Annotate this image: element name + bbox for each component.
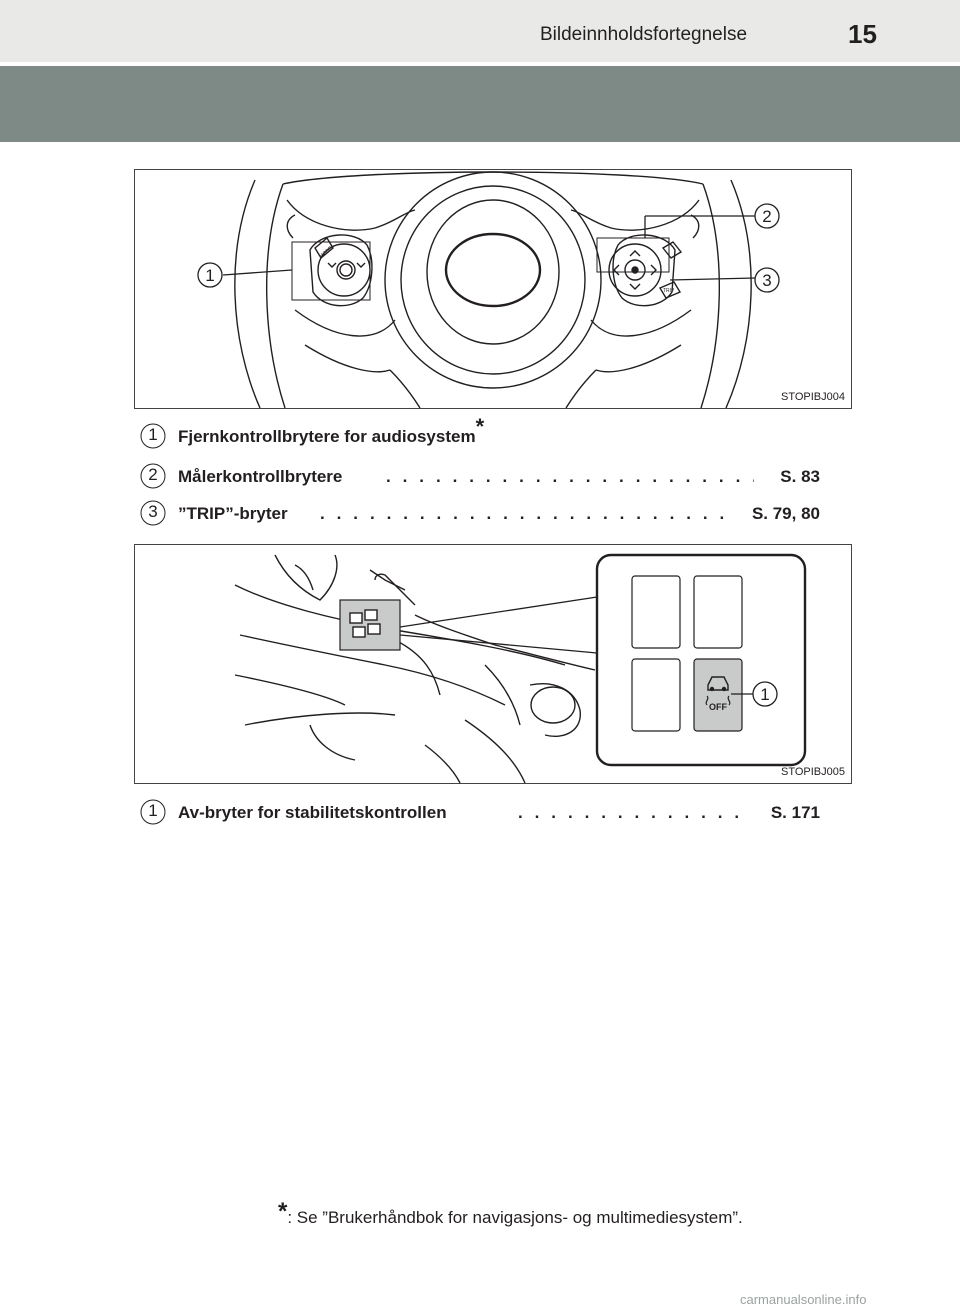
callout-1: 1 (760, 685, 769, 704)
item-label: Av-bryter for stabilitetskontrollen (178, 803, 447, 822)
callout-2: 2 (762, 207, 771, 226)
item-label: Fjernkontrollbrytere for audiosystem* (178, 414, 485, 447)
dot-leader: . . . . . . . . . . . . . . . . . . . . … (386, 467, 754, 486)
section-band (0, 66, 960, 142)
page-reference[interactable]: S. 171 (770, 803, 820, 822)
number-badge: 1 (140, 423, 166, 449)
list-item: 3 ”TRIP”-bryter . . . . . . . . . . . . … (140, 499, 820, 529)
console-figure: OFF 1 STOPIBJ005 (134, 544, 852, 784)
figure-code: STOPIBJ004 (781, 391, 845, 403)
trip-label: TRIP (663, 288, 675, 294)
item-label: ”TRIP”-bryter (178, 504, 288, 523)
callout-1: 1 (205, 266, 214, 285)
list-item: 2 Målerkontrollbrytere . . . . . . . . .… (140, 462, 820, 492)
dot-leader: . . . . . . . . . . . . . . . . . . . . … (518, 803, 750, 822)
footnote: *: Se ”Brukerhåndbok for navigasjons- og… (278, 1198, 743, 1228)
steering-wheel-illustration: 1 2 3 MODE TRIP (197, 171, 780, 408)
header-bar (0, 0, 960, 62)
dot-leader: . . . . . . . . . . . . . . . . . . . . … (320, 504, 724, 523)
page-number: 15 (848, 19, 877, 49)
vsc-off-label: OFF (709, 702, 727, 712)
list-item: 1 Fjernkontrollbrytere for audiosystem* (140, 414, 820, 452)
page-reference[interactable]: S. 83 (780, 467, 820, 486)
callout-3: 3 (762, 271, 771, 290)
page-header-title: Bildeinnholdsfortegnelse (540, 24, 748, 45)
item-label: Målerkontrollbrytere (178, 467, 343, 486)
number-badge: 1 (140, 799, 166, 825)
number-badge: 2 (140, 463, 166, 489)
page-reference[interactable]: S. 79, 80 (751, 504, 820, 523)
watermark: carmanualsonline.info (740, 1292, 867, 1307)
list-item: 1 Av-bryter for stabilitetskontrollen . … (140, 798, 820, 828)
number-badge: 3 (140, 500, 166, 526)
console-illustration: OFF 1 (234, 553, 807, 783)
figure-code: STOPIBJ005 (781, 766, 845, 778)
steering-wheel-figure: 1 2 3 MODE TRIP STOPIBJ004 (134, 169, 852, 409)
